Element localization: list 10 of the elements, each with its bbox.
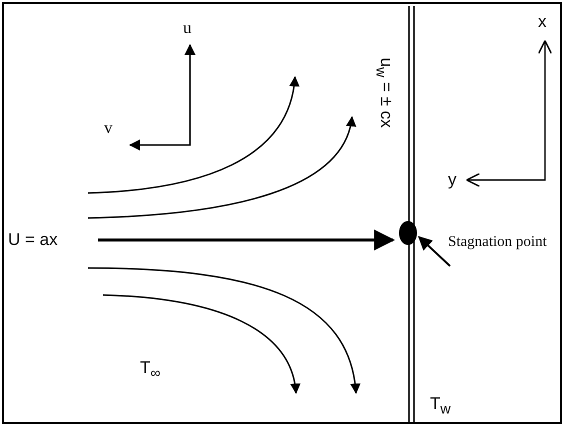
axis-label: x xyxy=(538,12,546,32)
temperature-label: T$_{w}$ xyxy=(430,394,451,420)
axis-label: y xyxy=(448,170,456,190)
temperature-label: T$_{∞}$ xyxy=(140,358,160,384)
leader-line xyxy=(418,236,451,267)
axis-label: u xyxy=(183,18,192,38)
velocity-label: U = ax xyxy=(8,230,58,250)
axis-label: v xyxy=(104,118,112,138)
callout-label: Stagnation point xyxy=(448,232,558,252)
stagnation-dot xyxy=(399,221,417,245)
